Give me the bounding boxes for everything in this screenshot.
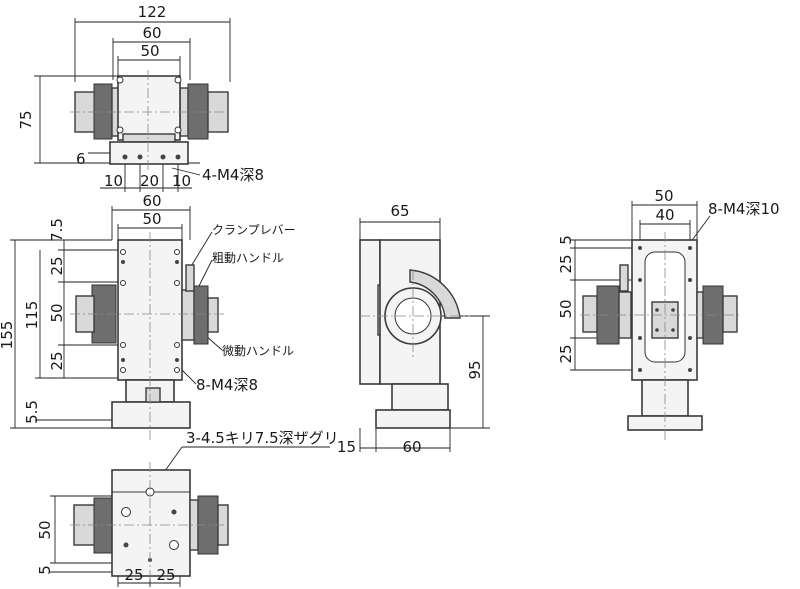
label-clamp-lever: クランプレバー — [212, 223, 296, 237]
end-lever-arc — [409, 269, 461, 319]
side-tapped-holes-label: 8-M4深8 — [196, 376, 258, 394]
right-view: 50 40 8-M4深10 5 25 50 25 — [557, 187, 780, 440]
dim-total-height: 155 — [0, 321, 16, 350]
dim-lower-pitch: 25 — [48, 351, 66, 370]
dim-mid-pitch-right: 50 — [557, 299, 575, 318]
dim-axis-height: 95 — [466, 360, 484, 379]
end-view: 65 95 15 60 — [337, 202, 490, 456]
dim-top-offset: 7.5 — [48, 218, 66, 242]
dim-inner-pitch: 40 — [655, 206, 674, 224]
dim-left-hole: 10 — [104, 172, 123, 190]
dim-travel: 115 — [23, 301, 41, 330]
end-base — [375, 409, 451, 429]
front-body — [117, 75, 181, 141]
bottom-view: 3-4.5キリ7.5深ザグリ 50 5 25 25 — [36, 429, 339, 587]
dim-height: 75 — [17, 110, 35, 129]
dim-pitch: 50 — [142, 210, 161, 228]
dim-base-offset: 6 — [76, 150, 86, 168]
end-plate — [359, 239, 381, 385]
dim-bottom-offset: 5 — [36, 565, 54, 575]
front-right-knob — [187, 83, 209, 140]
dim-lower-pitch-right: 25 — [557, 344, 575, 363]
dim-upper-pitch: 25 — [48, 256, 66, 275]
dim-total-width: 122 — [138, 3, 167, 21]
label-coarse-handle: 粗動ハンドル — [212, 251, 284, 265]
dim-mid-pitch: 20 — [140, 172, 159, 190]
front-view: 122 60 50 75 6 10 20 10 4-M4深8 — [17, 3, 264, 192]
tapped-holes-label: 4-M4深8 — [202, 166, 264, 184]
label-fine-handle: 微動ハンドル — [222, 344, 294, 358]
dim-bottom-height: 50 — [36, 520, 54, 539]
dim-width: 60 — [142, 192, 161, 210]
side-view: 60 50 7.5 155 115 25 50 25 5.5 クランプレバー 粗… — [0, 192, 296, 440]
dim-base-left: 15 — [337, 438, 356, 456]
dim-left-pitch: 25 — [124, 566, 143, 584]
dim-hole-pitch: 50 — [140, 42, 159, 60]
front-left-knob — [93, 83, 113, 140]
dim-upper-pitch-right: 25 — [557, 254, 575, 273]
bottom-knob-left — [93, 497, 113, 554]
dim-depth: 65 — [390, 202, 409, 220]
dim-mid-pitch: 50 — [48, 303, 66, 322]
dim-top: 5 — [557, 235, 575, 245]
dim-body-width: 60 — [142, 24, 161, 42]
side-knob-right — [193, 285, 209, 345]
dim-right-hole: 10 — [172, 172, 191, 190]
clamp-lever — [185, 264, 195, 292]
dim-base: 5.5 — [23, 400, 41, 424]
counterbore-label: 3-4.5キリ7.5深ザグリ — [186, 429, 339, 447]
dim-outer-pitch: 50 — [654, 187, 673, 205]
front-base — [109, 141, 189, 165]
dim-right-pitch: 25 — [156, 566, 175, 584]
right-tapped-holes-label: 8-M4深10 — [708, 200, 780, 218]
dim-base-right: 60 — [402, 438, 421, 456]
side-base — [111, 401, 191, 429]
